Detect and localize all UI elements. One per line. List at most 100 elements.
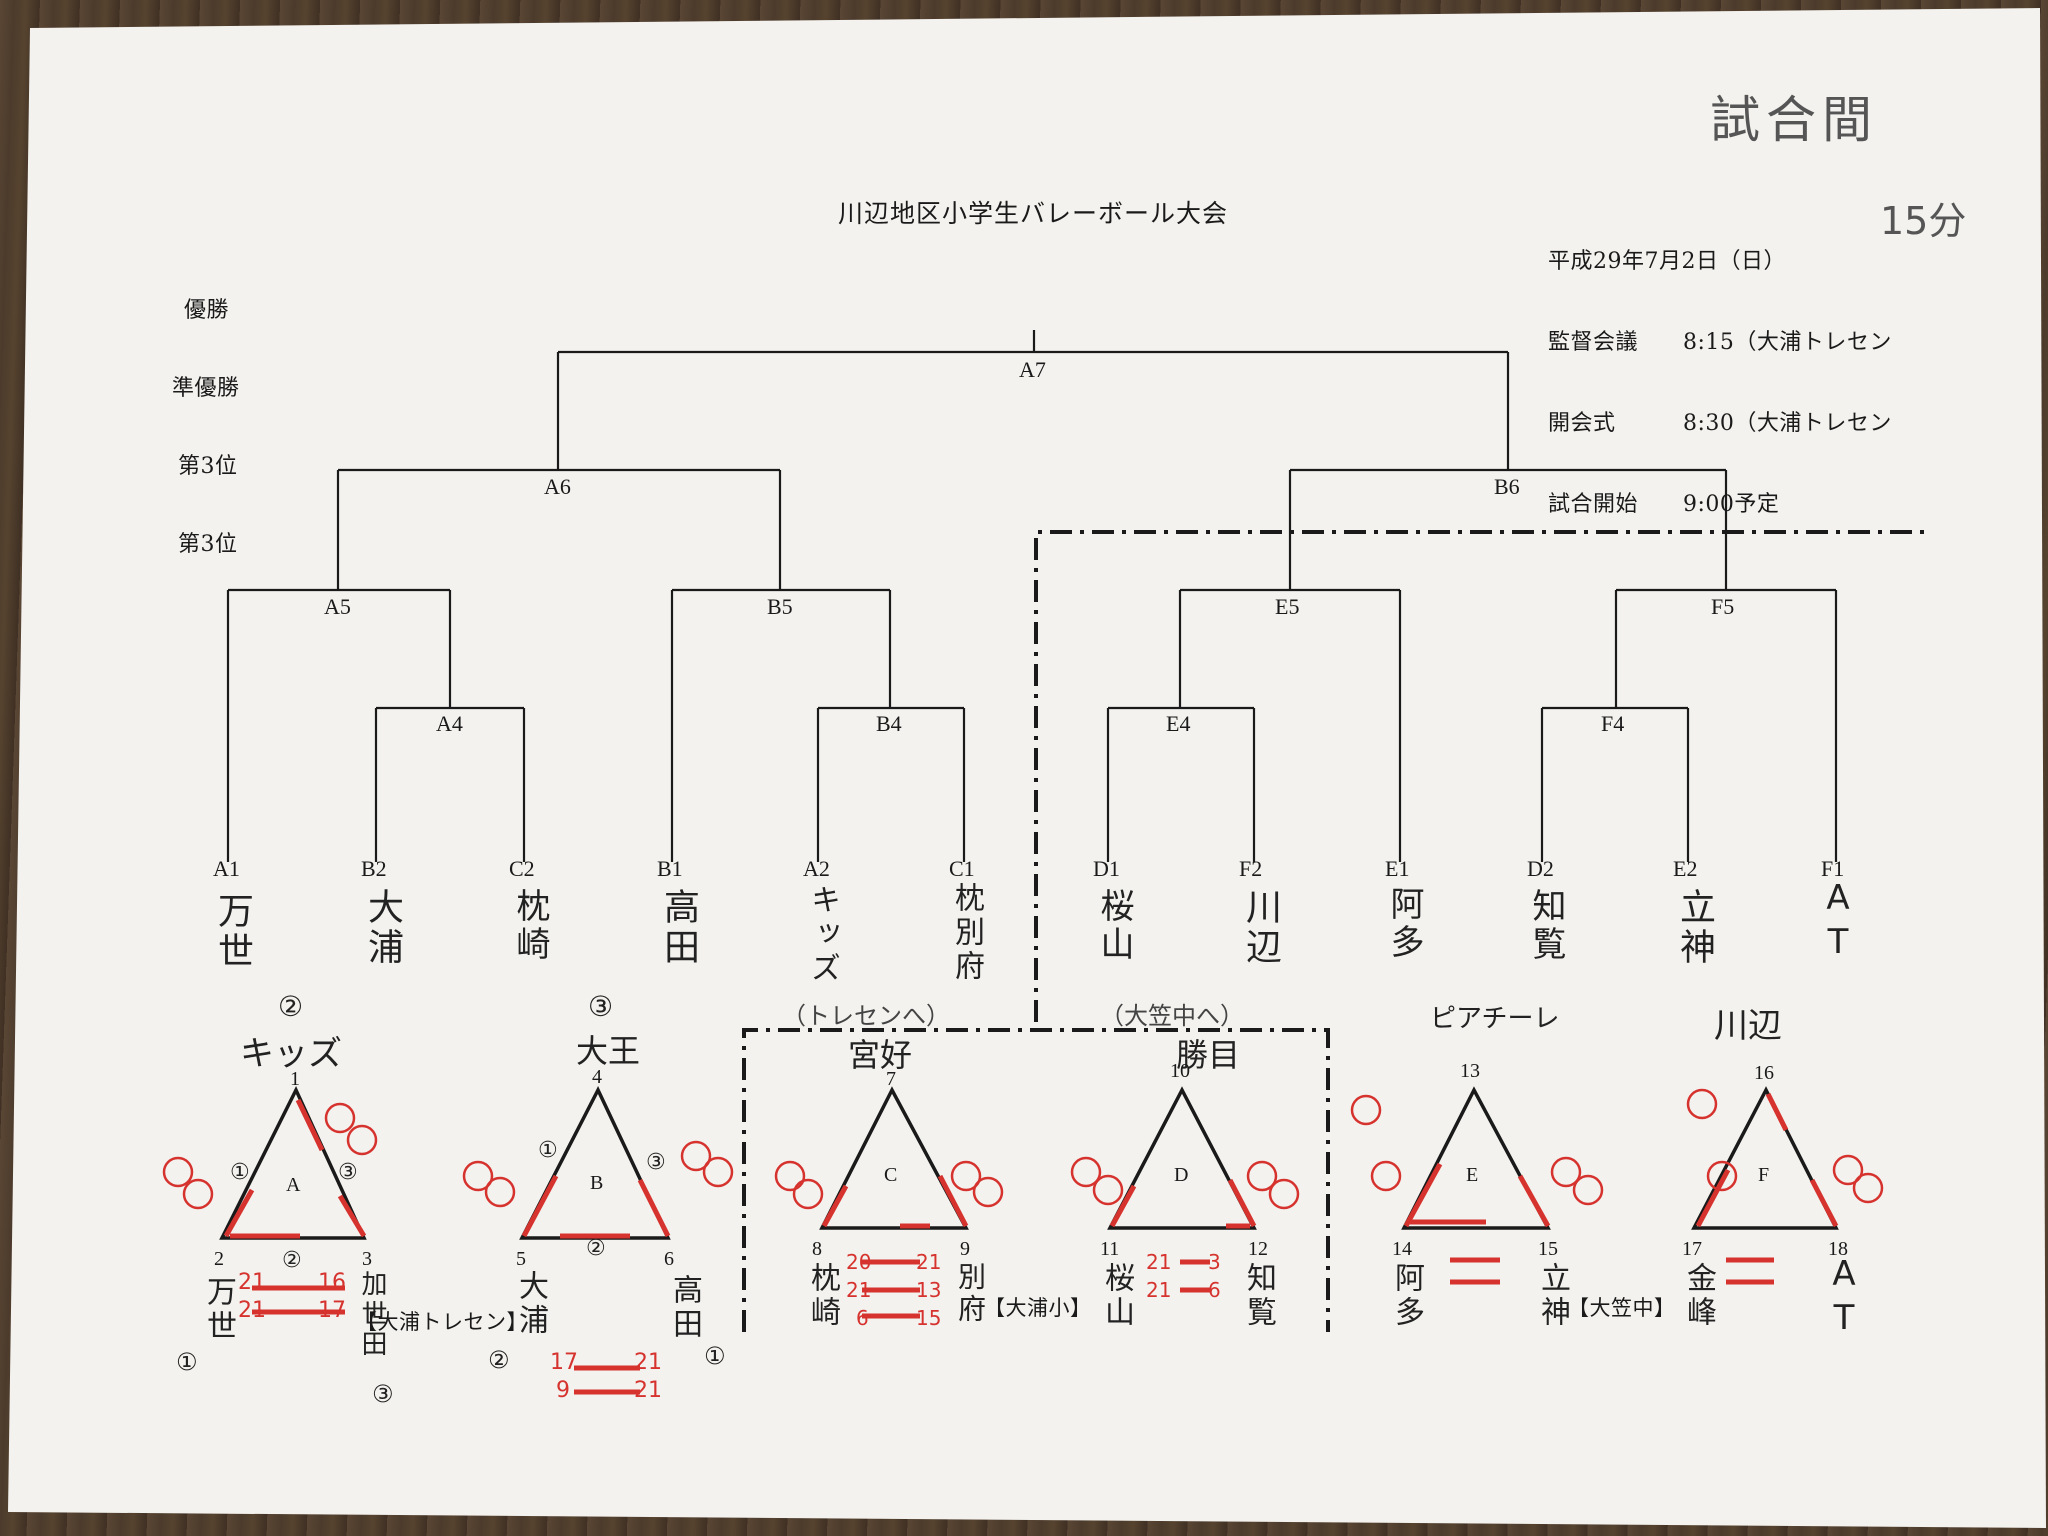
league-d-letter: D [1174,1164,1189,1186]
league-e-num-left: 14 [1392,1238,1412,1260]
venue-oura-school: 【大浦小】 [984,1296,1092,1320]
corner-note-line-2: 15分 [1880,199,1967,243]
league-e-num-top: 13 [1460,1060,1480,1082]
schedule-date: 平成29年7月2日（日） [1548,249,1786,274]
league-a-team-right: 加世田 [357,1270,387,1360]
red-score-lines-d [1180,1259,1210,1293]
node-a6: A6 [544,474,571,499]
league-d-team-right: 知覧 [1241,1262,1276,1330]
node-f4: F4 [1601,711,1625,736]
page-title: 川辺地区小学生バレーボール大会 [838,199,1229,228]
node-b4: B4 [876,711,902,736]
seed-team: 高田 [658,888,699,968]
seed-team: 枕別府 [949,882,984,984]
league-b-letter: B [590,1172,604,1194]
node-a5: A5 [324,594,351,619]
league-c-score: 15 [916,1306,942,1330]
ranking-third-2: 第3位 [178,532,238,557]
node-a7: A7 [1019,357,1046,382]
league-a-num-top: 1 [290,1068,300,1090]
league-b-side-bottom: ② [586,1236,606,1261]
f4-line [1540,706,1690,862]
seed-team: 立神 [1674,888,1715,968]
league-f-num-top: 16 [1754,1062,1774,1084]
league-e-team-left: 阿多 [1389,1262,1424,1330]
seed-code: F2 [1239,856,1263,881]
seed-code: A2 [803,856,830,881]
league-d-team-left: 桜山 [1099,1262,1134,1330]
league-b-rank-left: ② [488,1346,510,1374]
bracket-lines [226,330,1838,862]
league-b-score: 9 [556,1378,570,1403]
league-a-num-right: 3 [362,1248,372,1270]
seed-team: 桜山 [1094,888,1134,964]
league-b-side-left: ① [538,1138,558,1163]
ranking-winner: 優勝 [184,298,230,323]
node-a4: A4 [436,711,463,736]
red-mark-a [223,1098,367,1239]
ranking-list: 優勝 準優勝 第3位 第3位 [172,246,240,610]
league-a-score: 16 [318,1270,346,1295]
league-f-num-left: 17 [1682,1238,1702,1260]
seed-team: 知覧 [1526,888,1566,964]
f5-line [1614,588,1838,862]
league-a-rank-left: ① [176,1348,198,1376]
triangle-d [1107,1086,1257,1230]
venue-boundary-lower [742,1028,1330,1332]
seed-team: 枕崎 [510,888,550,964]
league-e-team-top: ピアチーレ [1430,1004,1560,1034]
node-b6: B6 [1494,474,1520,499]
league-a-score: 21 [238,1298,266,1323]
red-score-lines-a [252,1285,345,1315]
league-f-num-right: 18 [1828,1238,1848,1260]
seed-team: 万世 [212,892,253,972]
league-b-num-top: 4 [592,1066,602,1088]
seed-code: C1 [949,856,975,881]
red-score-circles [162,1088,1884,1210]
league-d-num-left: 11 [1100,1238,1120,1260]
schedule-start: 試合開始 9:00予定 [1548,492,1780,517]
league-c-team-top: 宮好 [848,1036,913,1074]
node-b5: B5 [767,594,793,619]
league-e-team-right: 立神 [1535,1262,1570,1330]
league-b-team-right: 高田 [667,1274,702,1342]
league-e-letter: E [1466,1164,1479,1186]
league-b-score: 17 [550,1350,578,1375]
seed-team: 川辺 [1240,888,1281,968]
schedule-block: 平成29年7月2日（日） 監督会議 8:15（大浦トレセン 開会式 8:30（大… [1548,194,1892,572]
final-line [556,330,1510,470]
league-b-team-left: 大浦 [513,1270,548,1338]
seed-code: B2 [361,856,387,881]
corner-note: 試合間 15分 [1710,42,1966,283]
seed-code: D1 [1093,856,1120,881]
b4-line [816,706,966,862]
node-e4: E4 [1166,711,1191,736]
league-a-score: 21 [238,1270,266,1295]
corner-note-line-1: 試合間 [1710,91,1878,149]
seed-code: B1 [657,856,683,881]
league-b-rank-right: ① [704,1342,726,1370]
red-score-lines-c [862,1259,920,1319]
league-a-letter: A [286,1174,301,1196]
league-d-num-right: 12 [1248,1238,1268,1260]
league-c-score: 21 [916,1250,942,1274]
league-c-team-left: 枕崎 [805,1262,840,1330]
seed-team: キッズ [805,884,840,986]
league-f-letter: F [1758,1164,1770,1186]
venue-boundary [742,530,1930,1332]
seed-code: A1 [213,856,240,881]
league-d-score: 21 [1146,1278,1172,1302]
league-d-team-top: 勝目 [1176,1036,1241,1074]
b5-line [670,588,892,862]
triangle-e [1401,1086,1551,1230]
ranking-third-1: 第3位 [178,454,238,479]
seed-code: E2 [1673,856,1698,881]
red-score-lines-b [574,1365,640,1395]
league-d-score: 6 [1208,1278,1221,1302]
league-f-team-right: AT [1824,1254,1864,1342]
league-e-num-right: 15 [1538,1238,1558,1260]
seed-team: 阿多 [1384,886,1424,962]
league-c-team-right: 別府 [954,1262,987,1326]
ranking-runner-up: 準優勝 [172,376,240,401]
